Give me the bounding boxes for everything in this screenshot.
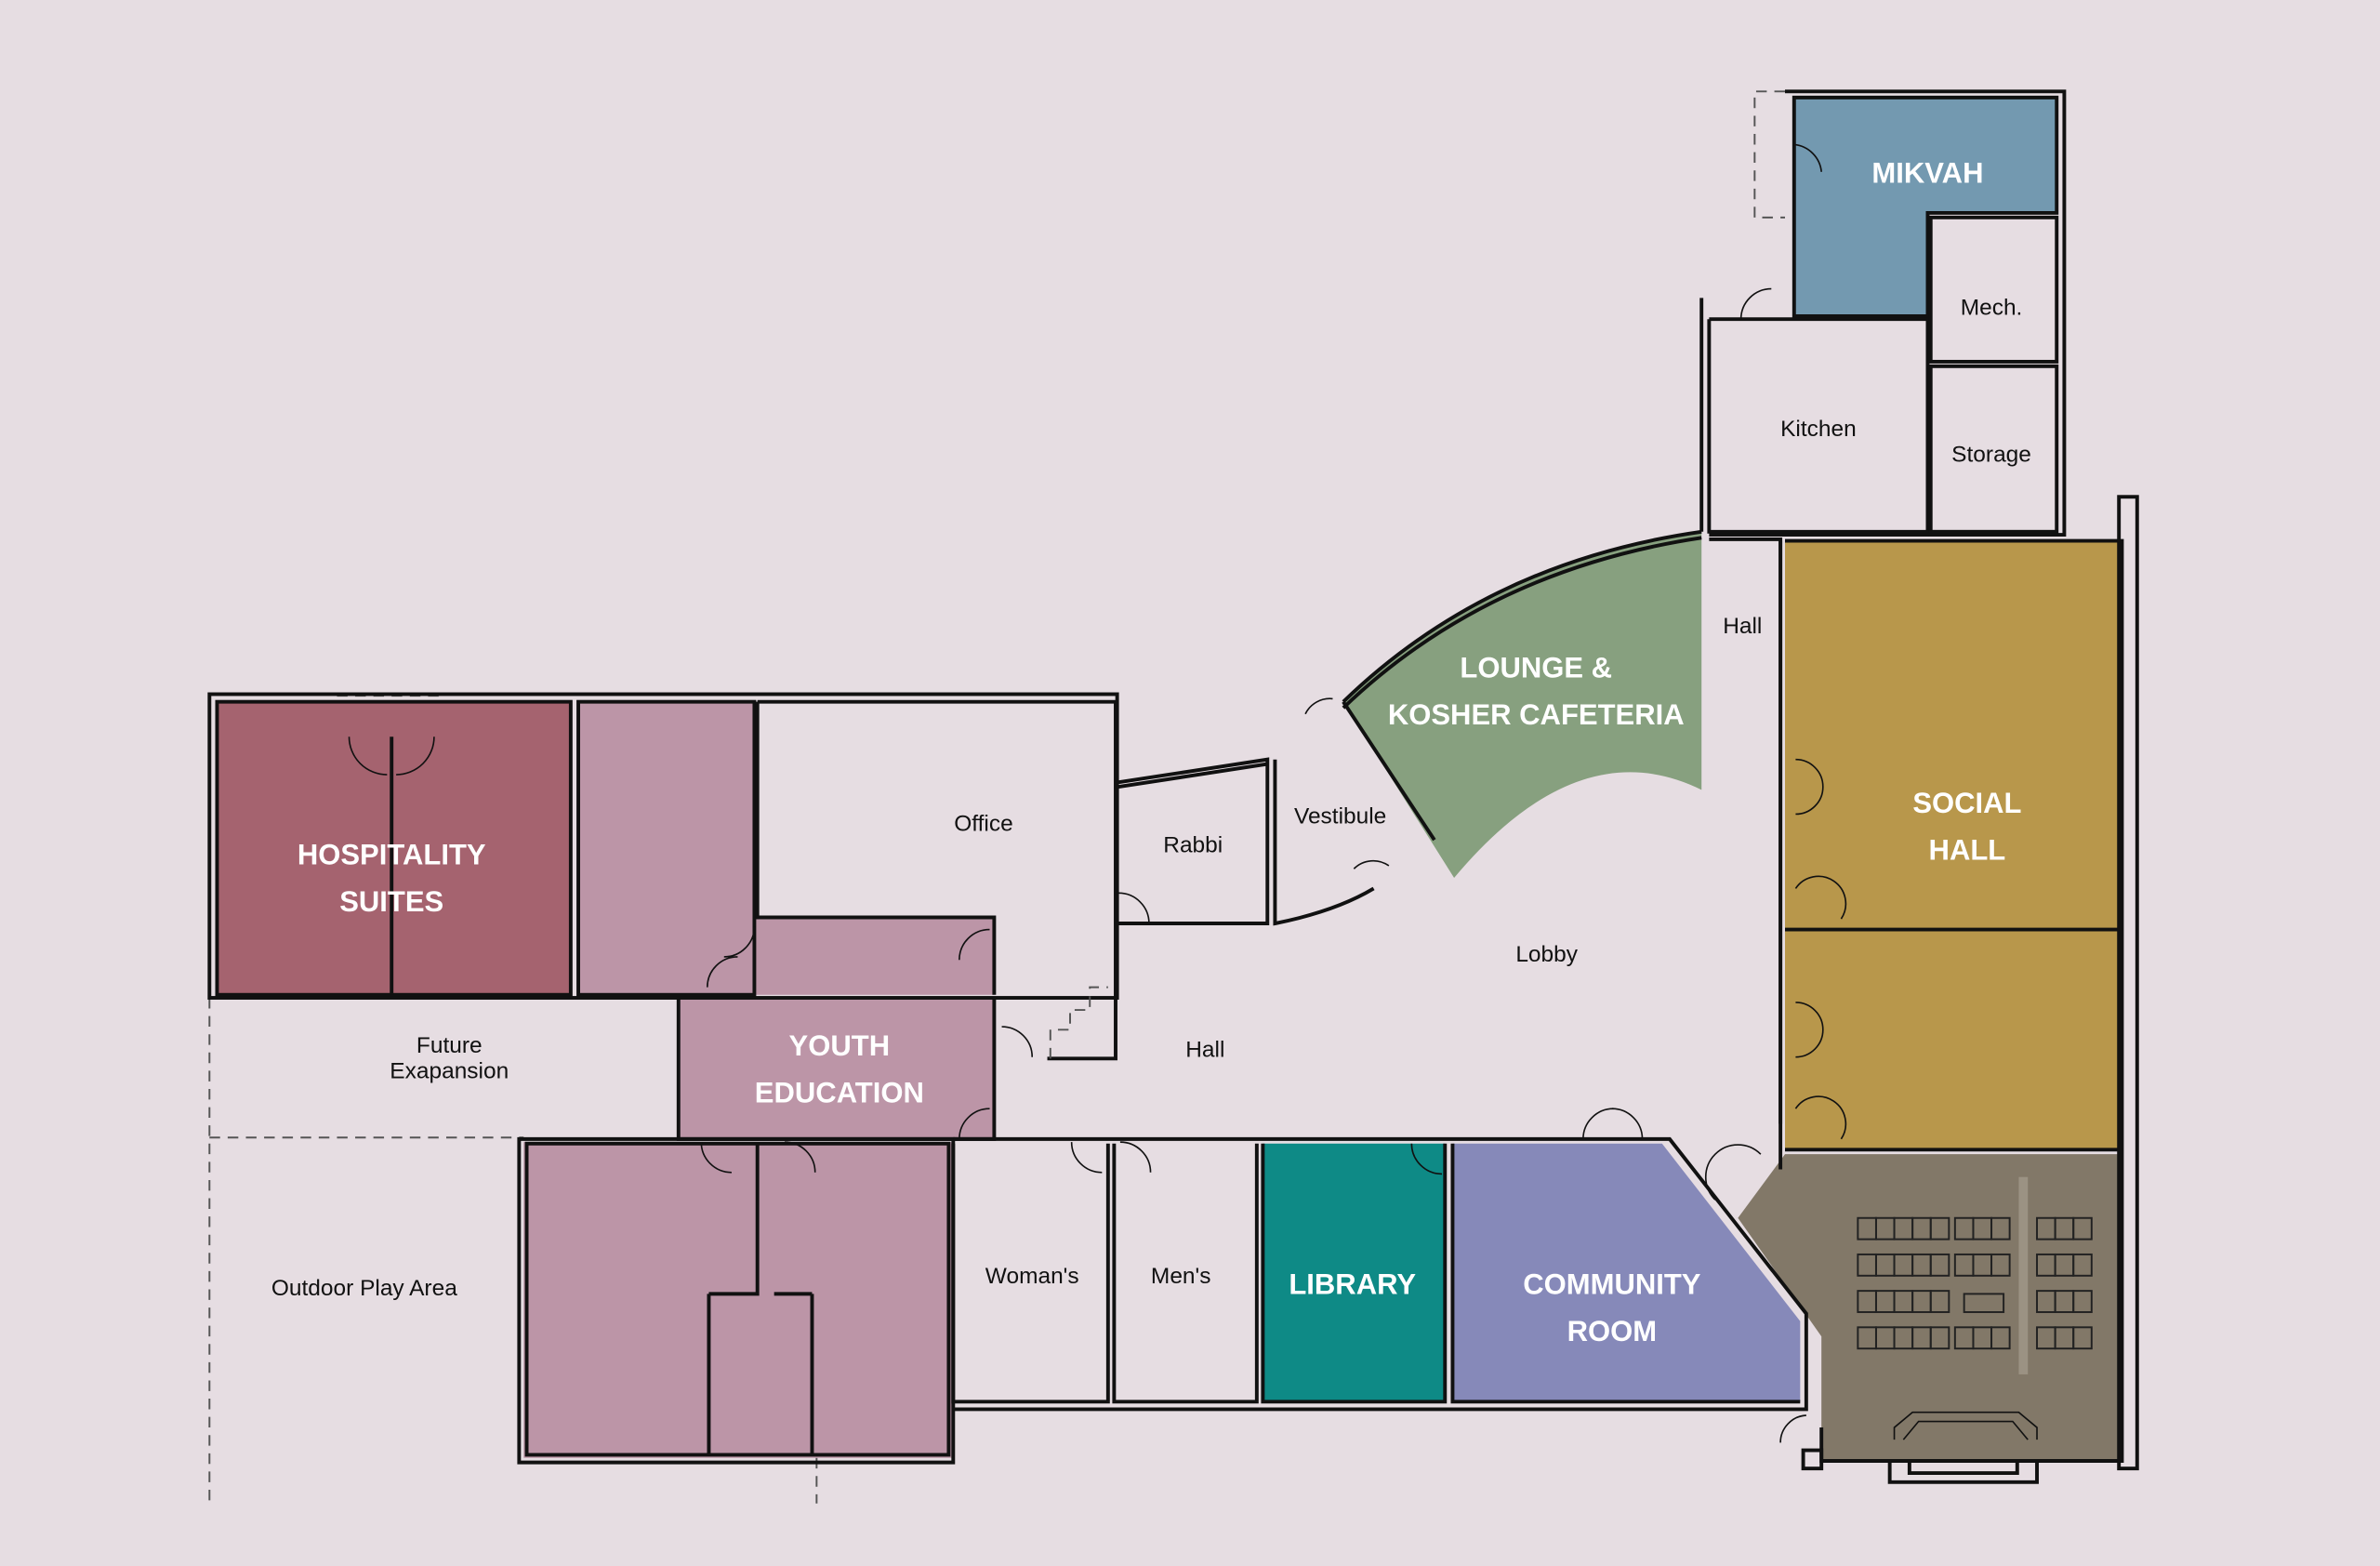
mikvah-label: MIKVAH xyxy=(1871,156,1983,189)
seat xyxy=(2072,1216,2093,1241)
library-room[interactable] xyxy=(1263,1143,1446,1402)
social-hall-room[interactable] xyxy=(1785,540,2122,1151)
seat xyxy=(1929,1290,1950,1313)
rabbi-label: Rabbi xyxy=(1163,832,1223,857)
dashed-boundaries xyxy=(208,90,1785,1504)
seat xyxy=(2072,1326,2093,1350)
mikvah-room[interactable] xyxy=(1793,97,2057,316)
seat xyxy=(1990,1326,2011,1350)
mech-label: Mech. xyxy=(1961,295,2023,320)
seat xyxy=(1929,1216,1950,1241)
youth-education-rooms[interactable] xyxy=(523,701,995,1458)
seat xyxy=(2072,1290,2093,1313)
hospitality-suites-room[interactable] xyxy=(217,701,571,995)
seat xyxy=(1929,1326,1950,1350)
womens-label: Woman's xyxy=(985,1264,1079,1289)
seat xyxy=(1990,1253,2011,1277)
outdoor-play-label: Outdoor Play Area xyxy=(271,1276,457,1301)
lectern-table xyxy=(1963,1293,2005,1313)
storage-label: Storage xyxy=(1951,443,2031,468)
sanctuary-seating xyxy=(1857,1216,2093,1350)
vestibule-label: Vestibule xyxy=(1294,803,1386,829)
north-hall-label: Hall xyxy=(1723,614,1762,639)
lobby-label: Lobby xyxy=(1515,942,1578,967)
mens-label: Men's xyxy=(1151,1264,1211,1289)
doors xyxy=(348,143,1847,1443)
office-label: Office xyxy=(954,811,1012,836)
seat xyxy=(1990,1216,2011,1241)
seat xyxy=(1929,1253,1950,1277)
kitchen-label: Kitchen xyxy=(1780,417,1857,442)
seat xyxy=(2072,1253,2093,1277)
lounge-cafeteria-room[interactable] xyxy=(1342,531,1702,879)
hall-label: Hall xyxy=(1185,1038,1224,1063)
lounge-label: LOUNGE &KOSHER CAFETERIA xyxy=(1388,652,1685,732)
walls xyxy=(207,89,2139,1484)
library-label: LIBRARY xyxy=(1289,1267,1416,1300)
community-room[interactable] xyxy=(1452,1143,1801,1402)
